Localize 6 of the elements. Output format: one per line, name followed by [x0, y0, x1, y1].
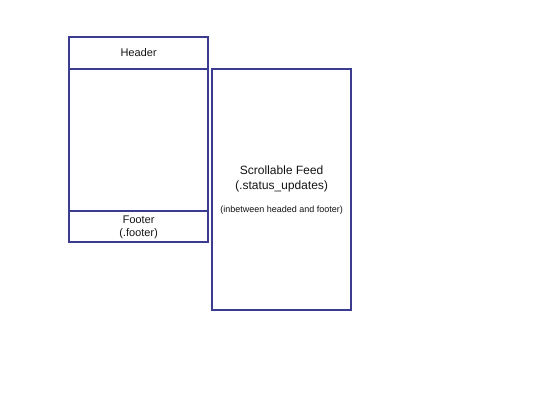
node-label: Footer (.footer): [118, 214, 159, 240]
feed-panel: [211, 68, 352, 311]
node-label: Scrollable Feed (.status_updates): [234, 163, 329, 193]
node-label: Header: [119, 46, 158, 60]
node-note: (inbetween headed and footer): [220, 203, 343, 216]
phone-frame: [68, 36, 209, 243]
